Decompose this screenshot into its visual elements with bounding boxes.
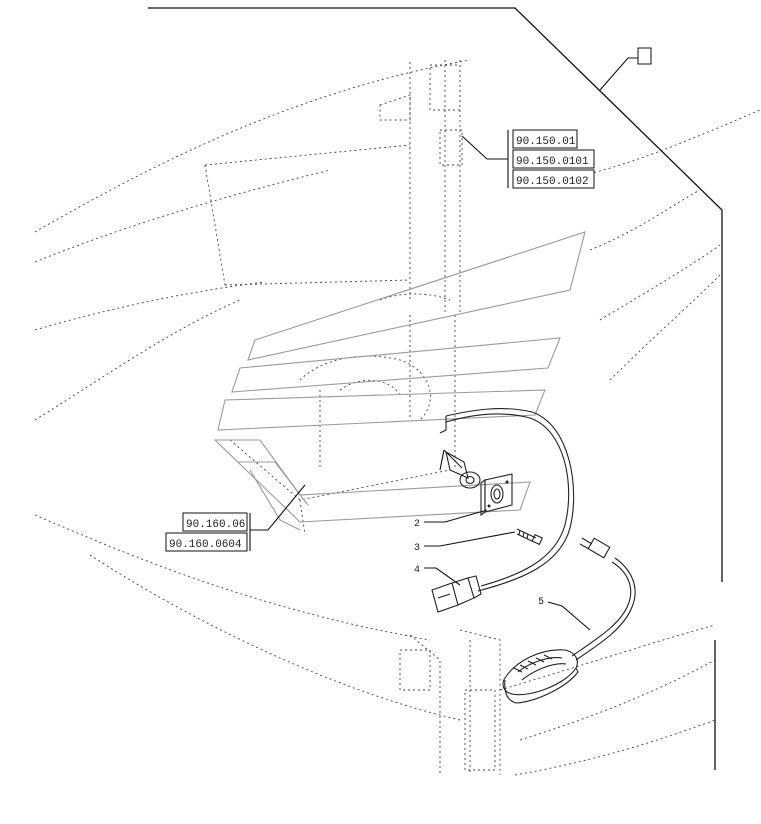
reference-label[interactable]: 90.160.06	[186, 519, 245, 531]
reference-label[interactable]: 90.150.0101	[516, 156, 589, 168]
item-leader	[424, 531, 516, 547]
screw	[516, 528, 544, 546]
stripes-logo-watermark	[213, 231, 586, 531]
reference-box[interactable]	[165, 532, 248, 552]
item-number-2: 2	[414, 519, 420, 530]
item-leader	[547, 601, 591, 631]
foot-pedal	[502, 537, 636, 704]
item-number-5: 5	[538, 597, 544, 608]
reference-box[interactable]	[512, 169, 595, 189]
item-number-4: 4	[414, 565, 420, 576]
reference-label[interactable]: 90.150.0102	[516, 176, 589, 188]
connector-plug	[431, 408, 575, 613]
reference-box[interactable]	[512, 149, 595, 169]
reference-box[interactable]	[512, 129, 578, 149]
socket-plate	[480, 473, 513, 517]
cab-outline	[34, 59, 761, 776]
reference-label[interactable]: 90.150.01	[516, 136, 576, 148]
reference-group-top: 90.150.01 90.150.0101 90.150.0102	[461, 129, 595, 189]
item-number-3: 3	[414, 543, 420, 554]
reference-box[interactable]	[182, 512, 248, 532]
assembly-boundary-line	[148, 7, 723, 582]
callout-square	[637, 47, 652, 65]
item-leader	[439, 449, 445, 471]
reference-leader	[250, 484, 306, 531]
reference-label[interactable]: 90.160.0604	[169, 539, 242, 551]
reference-leader	[461, 135, 508, 160]
item-leader	[424, 567, 461, 586]
item-leader	[424, 509, 488, 523]
callout-box	[599, 47, 652, 91]
reference-group-bottom: 90.160.06 90.160.0604	[165, 484, 306, 552]
item-number-labels: 2 3 4 5	[414, 449, 591, 631]
callout-leader	[599, 57, 638, 91]
spacer-bushing	[443, 449, 481, 489]
